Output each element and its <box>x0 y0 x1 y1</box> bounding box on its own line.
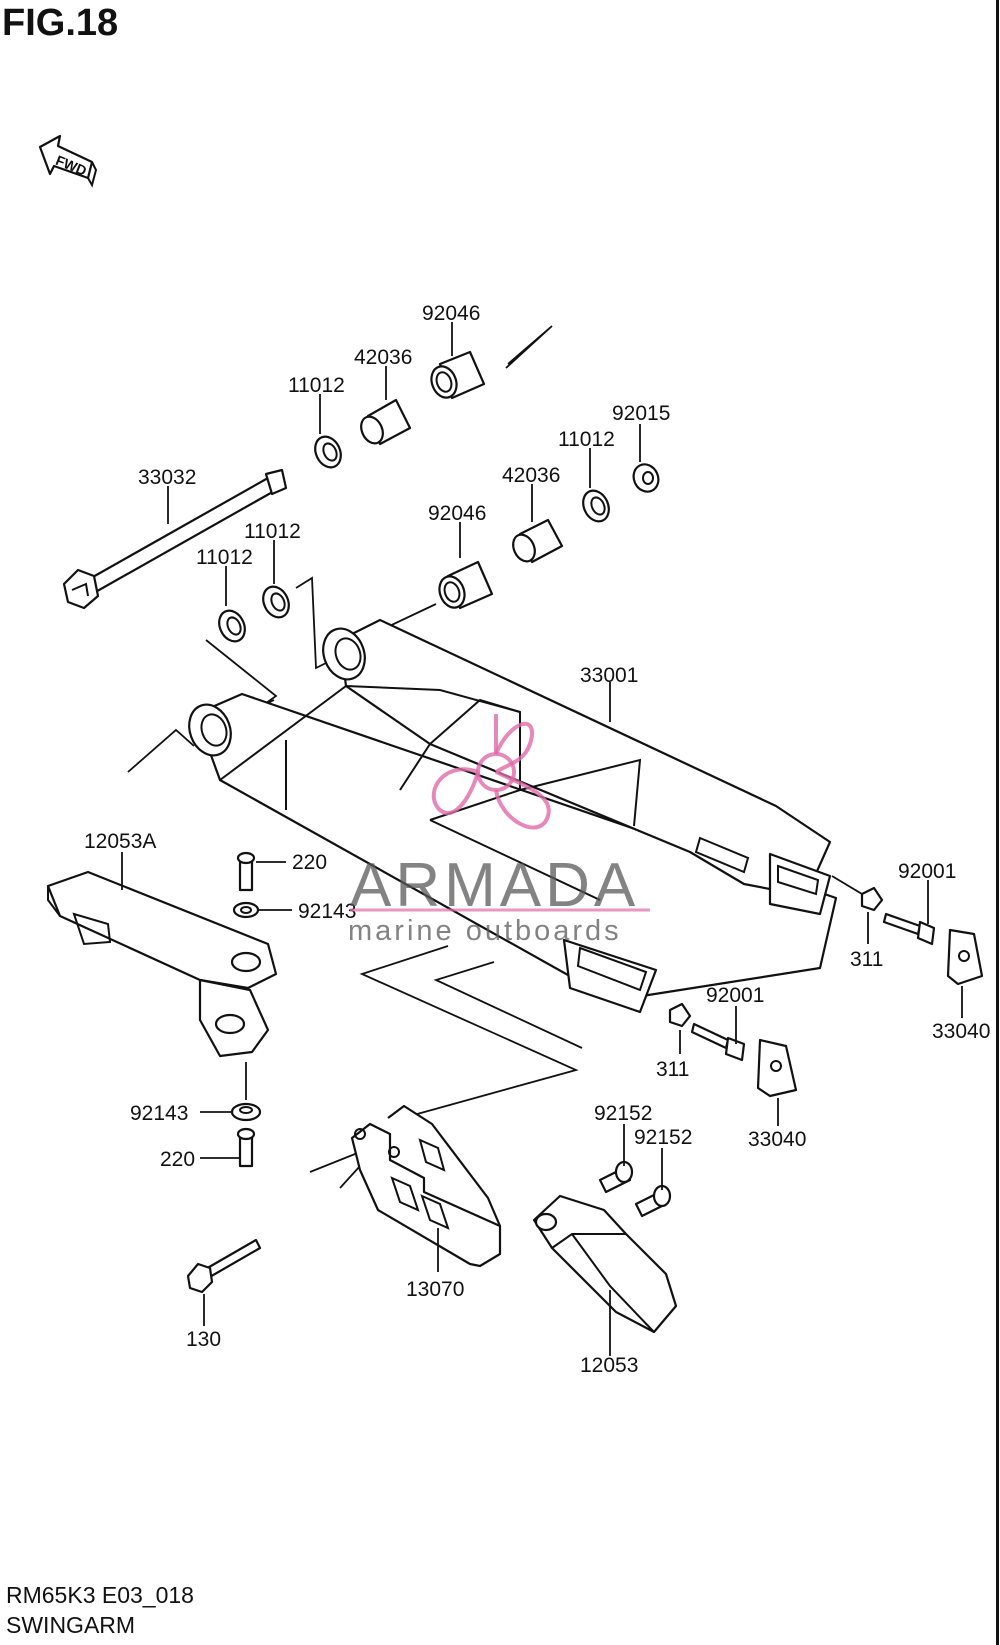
chain-slider-12053A <box>46 870 278 1058</box>
part-label-33001: 33001 <box>580 664 638 687</box>
part-label-92143-bottom: 92143 <box>130 1102 188 1125</box>
part-label-130: 130 <box>186 1328 221 1351</box>
washer-92143-bottom <box>230 1102 262 1122</box>
part-label-311-mid: 311 <box>656 1058 689 1081</box>
seal-11012-top <box>314 435 342 469</box>
part-label-12053A: 12053A <box>84 830 156 853</box>
nut-92015 <box>632 463 660 493</box>
bolt-92001-mid <box>690 1022 746 1062</box>
bearing-92046-mid <box>438 560 494 610</box>
washer-92143-top <box>232 901 260 919</box>
seal-11012-left2 <box>262 585 290 619</box>
seal-11012-mid <box>582 489 610 523</box>
part-label-220-bottom: 220 <box>160 1148 195 1171</box>
part-label-92143-top: 92143 <box>298 900 356 923</box>
bearing-92046-top <box>430 350 486 400</box>
figure-title: FIG.18 <box>2 2 119 44</box>
chain-guide-12053 <box>532 1194 678 1334</box>
part-label-11012-left2: 11012 <box>244 520 301 543</box>
part-label-311-right: 311 <box>850 948 883 971</box>
nut-311-right <box>860 886 884 912</box>
figure-name: SWINGARM <box>6 1612 136 1638</box>
part-label-42036-top: 42036 <box>354 346 412 369</box>
plate-33040-right <box>946 928 984 986</box>
part-label-33032: 33032 <box>138 466 196 489</box>
bolt-92152-b <box>634 1184 672 1218</box>
part-label-11012-mid: 11012 <box>558 428 615 451</box>
part-label-12053: 12053 <box>580 1354 638 1377</box>
watermark-logo: ARMADA marine outboards <box>348 714 650 947</box>
part-label-11012-top: 11012 <box>288 374 345 397</box>
figure-code: RM65K3 E03_018 <box>6 1582 194 1608</box>
bolt-130 <box>186 1238 262 1294</box>
part-label-92046-top: 92046 <box>422 302 480 325</box>
screw-220-bottom <box>236 1127 256 1168</box>
leader-lines <box>121 322 963 1356</box>
swingarm-33001 <box>188 618 838 1014</box>
bushing-42036-mid <box>512 518 564 564</box>
part-label-33040-right: 33040 <box>932 1020 990 1043</box>
seal-11012-left1 <box>218 609 246 643</box>
part-label-33040-mid: 33040 <box>748 1128 806 1151</box>
part-label-92001-right: 92001 <box>898 860 956 883</box>
page-frame-right <box>996 0 999 1645</box>
bolt-92152-a <box>598 1160 634 1194</box>
part-label-92001-mid: 92001 <box>706 984 764 1007</box>
part-label-92152-a: 92152 <box>594 1102 652 1125</box>
nut-311-mid <box>668 1002 692 1028</box>
part-label-13070: 13070 <box>406 1278 464 1301</box>
pivot-shaft-33032 <box>62 468 288 610</box>
bolt-92001-right <box>882 912 936 946</box>
fwd-arrow-icon: FWD <box>38 134 98 188</box>
part-label-220-top: 220 <box>292 851 327 874</box>
screw-220-top <box>236 851 256 892</box>
part-label-92152-b: 92152 <box>634 1126 692 1149</box>
part-label-92015: 92015 <box>612 402 670 425</box>
part-label-42036-mid: 42036 <box>502 464 560 487</box>
plate-33040-mid <box>756 1038 798 1098</box>
bushing-42036-top <box>360 398 412 446</box>
fwd-label: FWD <box>53 152 89 179</box>
part-label-11012-left1: 11012 <box>196 546 253 569</box>
watermark-tagline: marine outboards <box>348 915 622 947</box>
chain-guide-13070 <box>350 1104 502 1268</box>
part-label-92046-mid: 92046 <box>428 502 486 525</box>
